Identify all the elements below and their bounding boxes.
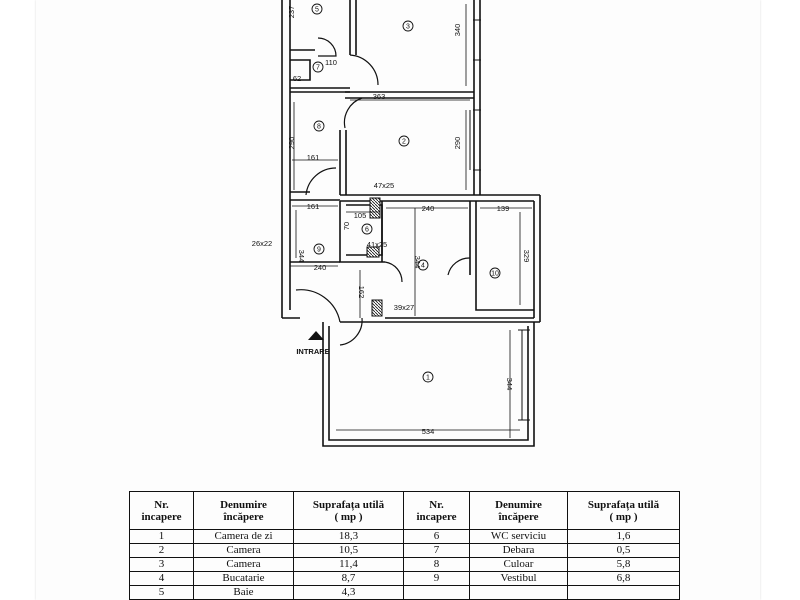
- header-line: incapere: [141, 510, 182, 523]
- table-cell-col-area-left: 4,3: [293, 585, 404, 600]
- header-line: Denumire: [495, 498, 542, 511]
- dim-340: 340: [453, 24, 462, 37]
- floor-plan: 5 3 7 8 2 6 9 4 10 1 237 340 110 62 363 …: [252, 0, 541, 447]
- dim-70: 70: [342, 222, 351, 230]
- dim-41x25: 41x25: [367, 240, 387, 249]
- header-line: ( mp ): [609, 510, 638, 523]
- entrance-label: INTRARE: [296, 347, 329, 356]
- room-number-2: 2: [402, 139, 406, 146]
- room-number-1: 1: [426, 375, 430, 382]
- table-cell-col-area-left: 8,7: [293, 571, 404, 586]
- header-col-nr-right: Nr.incapere: [403, 491, 470, 530]
- table-cell-col-nr-right: [403, 585, 470, 600]
- dim-534: 534: [422, 427, 435, 436]
- header-line: Denumire: [220, 498, 267, 511]
- dim-162: 162: [357, 286, 366, 299]
- table-cell-col-name-left: Camera: [193, 543, 294, 558]
- table-cell-col-name-left: Baie: [193, 585, 294, 600]
- header-line: ( mp ): [334, 510, 363, 523]
- room-number-10: 10: [491, 271, 499, 278]
- dim-105: 105: [354, 211, 367, 220]
- table-cell-col-area-left: 10,5: [293, 543, 404, 558]
- header-line: Suprafața utilă: [587, 498, 660, 511]
- table-cell-col-name-right: [469, 585, 568, 600]
- table-cell-col-area-right: [567, 585, 680, 600]
- header-line: Suprafața utilă: [312, 498, 385, 511]
- table-cell-col-area-right: 1,6: [567, 529, 680, 544]
- table-cell-col-nr-right: 6: [403, 529, 470, 544]
- table-cell-col-name-right: Vestibul: [469, 571, 568, 586]
- table-cell-col-name-right: WC serviciu: [469, 529, 568, 544]
- table-cell-col-nr-left: 2: [129, 543, 194, 558]
- room-number-3: 3: [406, 24, 410, 31]
- dim-237: 237: [287, 6, 296, 19]
- table-cell-col-name-right: Culoar: [469, 557, 568, 572]
- table-cell-col-area-right: 0,5: [567, 543, 680, 558]
- header-line: Nr.: [429, 498, 444, 511]
- dim-344-vestibul: 344: [297, 250, 306, 263]
- table-cell-col-name-left: Camera: [193, 557, 294, 572]
- dim-363: 363: [373, 92, 386, 101]
- room-number-7: 7: [316, 65, 320, 72]
- header-col-nr-left: Nr.incapere: [129, 491, 194, 530]
- table-cell-col-nr-left: 5: [129, 585, 194, 600]
- table-cell-col-name-left: Bucatarie: [193, 571, 294, 586]
- table-cell-col-nr-right: 7: [403, 543, 470, 558]
- dim-344-kitchen: 344: [413, 256, 422, 269]
- table-cell-col-area-right: 6,8: [567, 571, 680, 586]
- dim-139: 139: [497, 204, 510, 213]
- dim-290-left: 290: [287, 137, 296, 150]
- header-col-area-left: Suprafața utilă( mp ): [293, 491, 404, 530]
- room-number-4: 4: [421, 263, 425, 270]
- header-line: Nr.: [154, 498, 169, 511]
- dim-26x22: 26x22: [252, 239, 272, 248]
- dim-290-right: 290: [453, 137, 462, 150]
- dim-344-living: 344: [505, 378, 514, 391]
- table-cell-col-area-right: 5,8: [567, 557, 680, 572]
- table-cell-col-nr-left: 4: [129, 571, 194, 586]
- table-cell-col-nr-right: 8: [403, 557, 470, 572]
- room-number-6: 6: [365, 227, 369, 234]
- header-line: încăpere: [498, 510, 539, 523]
- table-cell-col-nr-left: 1: [129, 529, 194, 544]
- dim-62: 62: [293, 74, 301, 83]
- room-number-8: 8: [317, 124, 321, 131]
- dim-39x27: 39x27: [394, 303, 414, 312]
- header-line: incapere: [416, 510, 457, 523]
- table-cell-col-area-left: 18,3: [293, 529, 404, 544]
- table-cell-col-nr-right: 9: [403, 571, 470, 586]
- dim-161-upper: 161: [307, 153, 320, 162]
- dim-110: 110: [325, 58, 337, 67]
- room-number-9: 9: [317, 247, 321, 254]
- dim-240-vestibul: 240: [314, 263, 327, 272]
- entrance-arrow-icon: [308, 331, 324, 340]
- table-cell-col-name-left: Camera de zi: [193, 529, 294, 544]
- table-cell-col-area-left: 11,4: [293, 557, 404, 572]
- table-cell-col-nr-left: 3: [129, 557, 194, 572]
- header-line: încăpere: [223, 510, 264, 523]
- dim-240-kitchen: 240: [422, 204, 435, 213]
- dim-329: 329: [522, 250, 531, 263]
- dim-161-lower: 161: [307, 202, 320, 211]
- room-number-5: 5: [315, 7, 319, 14]
- dim-47x25: 47x25: [374, 181, 394, 190]
- table-cell-col-name-right: Debara: [469, 543, 568, 558]
- header-col-area-right: Suprafața utilă( mp ): [567, 491, 680, 530]
